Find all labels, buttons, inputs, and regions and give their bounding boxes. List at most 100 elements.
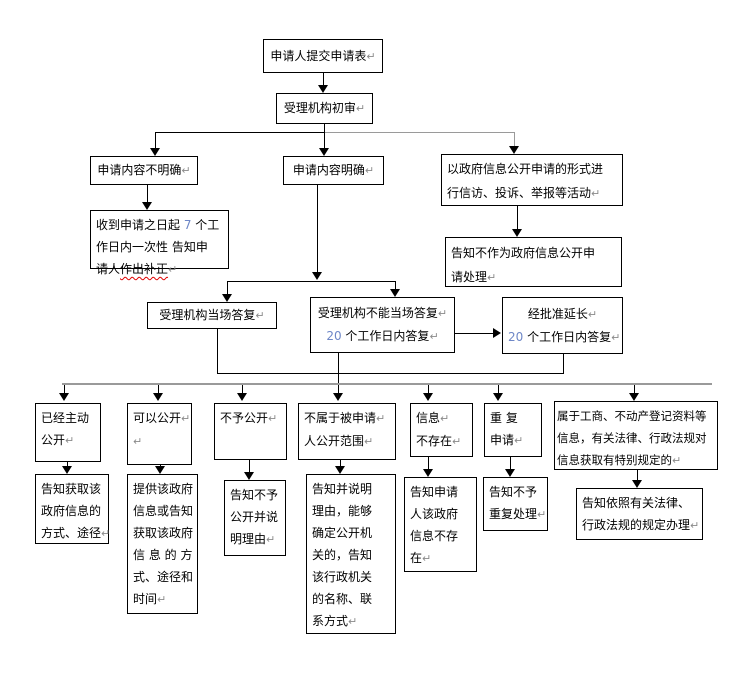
cond-no-disclosure: 不予公开↵ [214, 403, 287, 460]
node-reply-on-spot: 受理机构当场答复↵ [147, 302, 277, 329]
node-label: 受理机构初审 [283, 101, 356, 115]
connector-clear-stem [317, 185, 318, 272]
paragraph-mark: ↵ [672, 454, 682, 467]
node-label: 申请人提交申请表 [270, 48, 367, 63]
connector-bus-b5 [428, 385, 429, 393]
arrowhead-down [333, 393, 343, 401]
node-content-unclear: 申请内容不明确↵ [90, 156, 198, 185]
connector-bus-b7 [634, 385, 635, 393]
result-notify-no-repeat: 告知不予 重复处理↵ [483, 477, 548, 531]
paragraph-mark: ↵ [255, 309, 265, 322]
paragraph-mark: ↵ [452, 435, 462, 448]
connector-bus-b2 [158, 385, 159, 393]
paragraph-mark: ↵ [348, 615, 358, 628]
node-label: 申请内容不明确 [97, 163, 182, 177]
paragraph-mark: ↵ [429, 330, 439, 343]
paragraph-mark: ↵ [487, 271, 497, 284]
arrowhead-down [59, 393, 69, 401]
connector-bus-b1 [64, 385, 65, 393]
result-notify-follow-laws: 告知依照有关法律、 行政法规的规定办理↵ [576, 488, 703, 540]
arrowhead-down [335, 466, 345, 474]
node-petition-complaint-activity: 以政府信息公开申请的形式进 行信访、投诉、举报等活动↵ [441, 154, 623, 206]
paragraph-mark: ↵ [181, 412, 191, 425]
node-initial-review: 受理机构初审↵ [276, 93, 373, 124]
paragraph-mark: ↵ [537, 508, 547, 521]
working-days-number: 20 [326, 329, 342, 343]
connector-unclear-supplement [147, 185, 148, 202]
cond-may-disclose: 可以公开↵ ↵ [127, 403, 192, 465]
paragraph-mark: ↵ [266, 533, 276, 546]
arrowhead-down [62, 466, 72, 474]
arrowhead-down [318, 85, 328, 93]
arrowhead-down [319, 148, 329, 156]
arrowhead-down [222, 294, 232, 302]
arrowhead-down [629, 393, 639, 401]
paragraph-mark: ↵ [364, 435, 374, 448]
connector-bus-b6 [498, 385, 499, 393]
result-notify-competent-authority: 告知并说明 理由，能够 确定公开机 关的，告知 该行政机关 的名称、联 系方式↵ [306, 474, 396, 634]
paragraph-mark: ↵ [422, 552, 432, 565]
arrowhead-down [150, 148, 160, 156]
connector-petition-notify [517, 206, 518, 229]
arrowhead-down [153, 393, 163, 401]
paragraph-mark: ↵ [101, 527, 111, 540]
arrowhead-down [512, 229, 522, 237]
arrowhead-down [423, 393, 433, 401]
node-content-clear: 申请内容明确↵ [283, 156, 384, 185]
working-days-number: 20 [508, 329, 524, 344]
connector-converge [217, 373, 564, 374]
connector-b6-result [510, 457, 511, 469]
paragraph-mark: ↵ [65, 434, 75, 447]
arrowhead-down [423, 469, 433, 477]
cond-special-regulations: 属于工商、不动产登记资料等 信息，有关法律、行政法规对 信息获取有特别规定的↵ [554, 401, 718, 470]
connector-review-stem [324, 124, 325, 133]
arrowhead-down [509, 146, 519, 154]
paragraph-mark: ↵ [268, 412, 278, 425]
node-submit-application: 申请人提交申请表↵ [263, 39, 383, 73]
cond-info-not-exist: 信息↵ 不存在↵ [410, 403, 473, 457]
node-approved-extension-20-days: 经批准延长↵ 20 个工作日内答复↵ [502, 297, 623, 354]
arrowhead-down [312, 272, 322, 280]
result-provide-or-notify-access: 提供该政府 信息或告知 获取该政府 信 息 的 方 式、途径和 时间↵ [127, 474, 198, 614]
arrowhead-down [390, 289, 400, 297]
connector-to-petition [514, 132, 515, 146]
connector-onspot-down [217, 329, 218, 373]
paragraph-mark: ↵ [611, 330, 621, 344]
working-days-number: 7 [183, 218, 192, 232]
paragraph-mark: ↵ [376, 412, 386, 425]
connector-split1-right [324, 132, 514, 133]
connector-bus [62, 383, 712, 385]
paragraph-mark: ↵ [437, 307, 448, 320]
connector-b7-result [637, 470, 638, 480]
arrowhead-down [237, 393, 247, 401]
paragraph-mark: ↵ [690, 519, 700, 532]
arrowhead-down [155, 466, 165, 474]
paragraph-mark: ↵ [514, 434, 524, 447]
connector-split1-left [155, 132, 325, 133]
connector-to-clear [324, 132, 325, 148]
spellcheck-text: 作出补正 [120, 262, 169, 276]
connector-cannot-extend [455, 333, 493, 334]
paragraph-mark: ↵ [364, 164, 375, 177]
connector-b3-result [249, 460, 250, 472]
paragraph-mark: ↵ [440, 412, 450, 425]
paragraph-mark: ↵ [591, 187, 601, 200]
connector-b4-result [340, 460, 341, 466]
paragraph-mark: ↵ [181, 164, 191, 177]
arrowhead-right [493, 328, 501, 338]
paragraph-mark: ↵ [133, 435, 143, 448]
connector-b5-result [428, 457, 429, 469]
node-notify-supplement-correction: 收到申请之日起 7 个工 作日内一次性 告知申 请人作出补正↵ [90, 210, 229, 276]
cond-already-disclosed: 已经主动 公开↵ [35, 403, 101, 462]
arrowhead-down [142, 202, 152, 210]
node-not-treated-as-disclosure-request: 告知不作为政府信息公开申 请处理↵ [445, 237, 622, 287]
paragraph-mark: ↵ [355, 102, 366, 115]
cond-repeat-application: 重 复 申请↵ [484, 403, 542, 457]
result-notify-not-exist: 告知申请 人该政府 信息不存 在↵ [404, 477, 477, 572]
arrowhead-down [244, 472, 254, 480]
result-notify-refusal-reasons: 告知不予 公开并说 明理由↵ [224, 480, 286, 556]
connector-to-onspot [227, 281, 228, 294]
node-reply-within-20-days: 受理机构不能当场答复↵ 20 个工作日内答复↵ [310, 297, 455, 353]
connector-submit-review [323, 73, 324, 85]
